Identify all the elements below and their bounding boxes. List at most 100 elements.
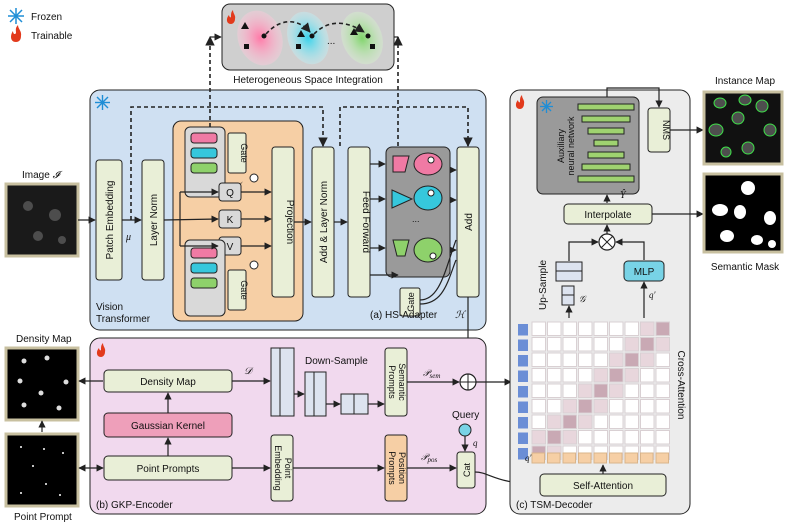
down-sample-stack xyxy=(270,347,369,417)
hs-adapter-shapes: ... xyxy=(370,146,451,278)
nms-label: NMS xyxy=(661,120,671,140)
attention-cell xyxy=(655,321,670,336)
instance-map-title: Instance Map xyxy=(715,76,775,87)
attention-cell xyxy=(578,430,593,445)
aux-label: Auxiliaryneural network xyxy=(556,116,576,176)
attention-cell xyxy=(609,430,624,445)
attention-cell xyxy=(624,399,639,414)
attention-cell xyxy=(593,337,608,352)
ellipsis: ... xyxy=(327,36,335,47)
attention-cell xyxy=(531,352,546,367)
image-label: Image 𝓘 xyxy=(22,170,63,181)
h-symbol: ℋ xyxy=(455,310,467,321)
feed-forward-block xyxy=(347,146,371,298)
feed-forward-label: Feed Forward xyxy=(360,191,371,253)
y-hat-symbol: Ŷ xyxy=(620,189,627,201)
attention-cell xyxy=(640,337,655,352)
attention-cell xyxy=(655,383,670,398)
key-token xyxy=(518,417,528,429)
attention-cell xyxy=(531,368,546,383)
gaussian-kernel-label: Gaussian Kernel xyxy=(131,421,205,432)
attention-cell xyxy=(593,352,608,367)
mlp-label: MLP xyxy=(634,267,655,278)
patch-embedding-label: Patch Embedding xyxy=(105,181,116,260)
attention-cell xyxy=(609,352,624,367)
attention-cell xyxy=(593,368,608,383)
query-token xyxy=(655,452,669,464)
query-token xyxy=(593,452,607,464)
interpolate-label: Interpolate xyxy=(584,210,632,221)
attention-cell xyxy=(655,337,670,352)
tsm-title: (c) TSM-Decoder xyxy=(516,500,593,511)
semantic-prompts-label: SemanticPrompts xyxy=(387,363,407,401)
q-prime-symbol: q′ xyxy=(649,290,657,300)
legend: Frozen Trainable xyxy=(8,8,73,42)
semantic-mask-title: Semantic Mask xyxy=(711,262,780,273)
legend-frozen: Frozen xyxy=(31,12,62,23)
attention-cell xyxy=(562,321,577,336)
point-prompt-image xyxy=(4,432,80,508)
attention-cell xyxy=(531,399,546,414)
plus-operator xyxy=(459,373,477,391)
attention-cell xyxy=(593,321,608,336)
attention-cell xyxy=(578,321,593,336)
vision-transformer-label-1: Vision xyxy=(96,302,123,313)
cat-block xyxy=(456,451,476,489)
vision-transformer-label-2: Transformer xyxy=(96,314,151,325)
v-label: V xyxy=(227,242,234,253)
cross-attention-grid xyxy=(518,321,670,460)
attention-cell xyxy=(547,337,562,352)
adapter-module-bottom: Gate xyxy=(184,239,259,317)
attention-cell xyxy=(562,368,577,383)
attention-cell xyxy=(640,399,655,414)
position-prompts-label: PositionPrompts xyxy=(387,451,407,485)
add-label: Add xyxy=(464,213,475,231)
attention-cell xyxy=(547,414,562,429)
attention-cell xyxy=(609,383,624,398)
integration-title: Heterogeneous Space Integration xyxy=(233,75,383,86)
legend-trainable: Trainable xyxy=(31,31,73,42)
attention-cell xyxy=(531,321,546,336)
attention-cell xyxy=(578,383,593,398)
q-prime-symbol-2: q′ xyxy=(525,453,533,463)
gate-label-2: Gate xyxy=(406,292,416,312)
g-symbol: 𝒢 xyxy=(579,294,587,304)
q-label: Q xyxy=(226,188,234,199)
attention-cell xyxy=(640,383,655,398)
point-embedding-label: PointEmbedding xyxy=(273,445,293,491)
attention-cell xyxy=(578,414,593,429)
attention-cell xyxy=(531,430,546,445)
attention-cell xyxy=(609,399,624,414)
attention-cell xyxy=(531,337,546,352)
query-token xyxy=(624,452,638,464)
layer-norm-label: Layer Norm xyxy=(149,194,160,246)
p-sem-symbol: 𝒫sem xyxy=(423,368,440,380)
attention-cell xyxy=(593,414,608,429)
query-token-row xyxy=(531,452,669,464)
query-token xyxy=(531,452,545,464)
gate-label-top: Gate xyxy=(239,143,249,163)
gkp-title: (b) GKP-Encoder xyxy=(96,500,173,511)
snowflake-icon xyxy=(8,8,24,24)
attention-cell xyxy=(609,368,624,383)
point-prompt-title: Point Prompt xyxy=(14,512,72,523)
up-sample-stack xyxy=(555,261,583,306)
svg-text:...: ... xyxy=(412,214,420,224)
auxiliary-network: Auxiliaryneural network xyxy=(536,96,640,195)
flame-icon xyxy=(226,10,236,24)
attention-cell xyxy=(640,352,655,367)
key-token xyxy=(518,448,528,460)
attention-cell xyxy=(578,399,593,414)
attention-cell xyxy=(547,399,562,414)
attention-cell xyxy=(624,337,639,352)
attention-cell xyxy=(655,414,670,429)
attention-cell xyxy=(547,321,562,336)
down-sample-label: Down-Sample xyxy=(305,356,368,367)
query-token xyxy=(640,452,654,464)
hs-adapter-title: (a) HS-Adapter xyxy=(370,310,438,321)
attention-cell xyxy=(655,430,670,445)
space-integration-panel: ... xyxy=(221,3,395,71)
input-image xyxy=(4,182,80,258)
attention-cell xyxy=(547,430,562,445)
query-label: Query xyxy=(452,410,479,421)
